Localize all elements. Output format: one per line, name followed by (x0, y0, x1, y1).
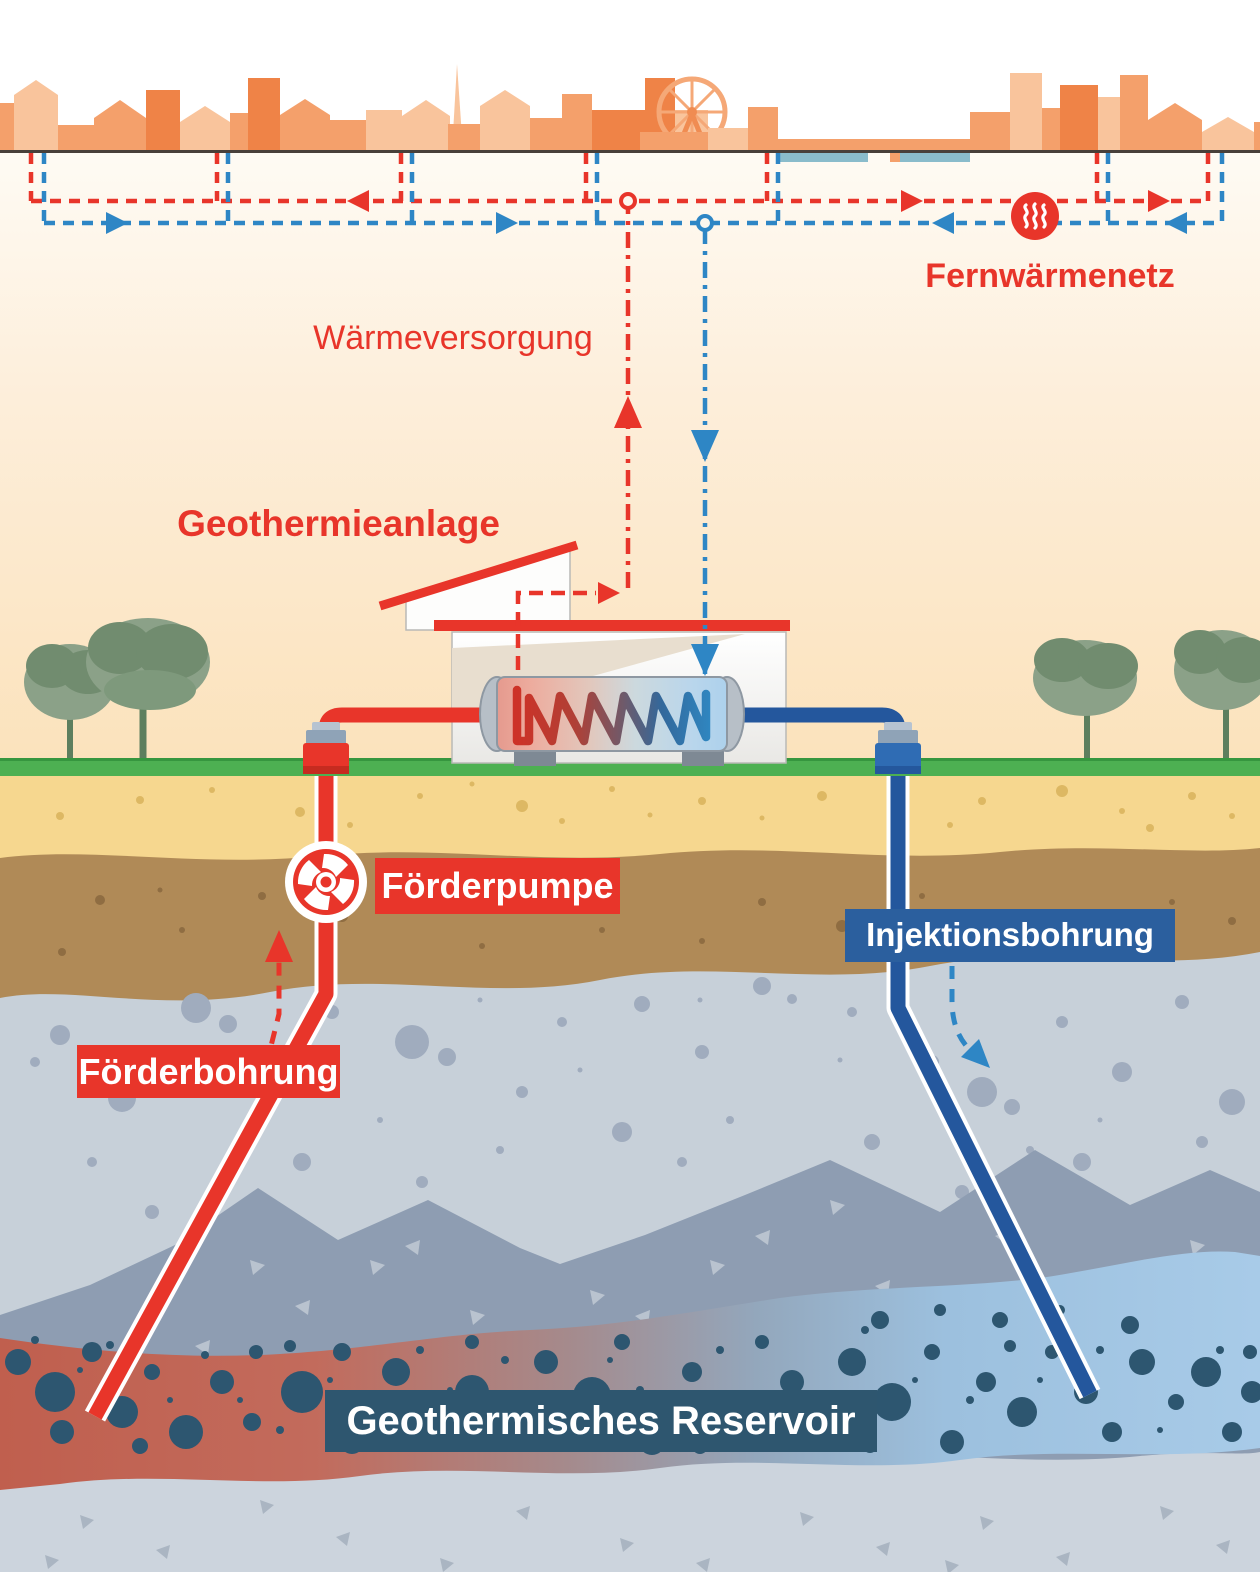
flow-arrows-underground (263, 930, 990, 1068)
production-pump-label: Förderpumpe (375, 858, 620, 914)
production-wellhead (303, 722, 349, 774)
heat-exchanger (479, 676, 745, 766)
return-line-cold (41, 153, 1225, 226)
injection-well-label: Injektionsbohrung (845, 909, 1175, 962)
city-skyline (0, 64, 1260, 162)
supply-junction (619, 192, 637, 210)
deep-rock-layer (0, 1452, 1260, 1572)
water (780, 152, 868, 162)
production-well-label: Förderbohrung (77, 1045, 340, 1098)
tree (1033, 638, 1138, 764)
sand-speckles (56, 781, 1235, 832)
deep-rock-speckles (45, 1500, 1230, 1572)
district-heating-icon (1011, 192, 1059, 240)
tree (1174, 630, 1260, 764)
flow-risers (515, 206, 719, 676)
return-arrows (106, 212, 1187, 234)
cold-flow-down-arrow (949, 966, 972, 1052)
plant-supply-connector (515, 590, 596, 670)
supply-arrows (347, 190, 1170, 212)
return-junction (696, 214, 714, 232)
water (900, 152, 970, 162)
subsurface-layers (0, 774, 1260, 1572)
exchanger-coil (512, 685, 711, 746)
geothermal-plant-label: Geothermieanlage (177, 502, 500, 544)
tree (86, 618, 210, 764)
pump-icon (285, 841, 367, 923)
heat-supply-label: Wärmeversorgung (313, 319, 593, 358)
hot-flow-up-arrow (263, 956, 282, 1067)
flat-roof (434, 620, 790, 631)
district-heating-network-label: Fernwärmenetz (925, 257, 1175, 296)
injection-wellhead (875, 722, 921, 774)
geothermal-reservoir-label: Geothermisches Reservoir (325, 1390, 877, 1452)
district-heating-network (28, 153, 1225, 234)
trees (24, 618, 1260, 764)
injection-borehole-pipe (890, 776, 1097, 1398)
ground-baseline (0, 150, 1260, 153)
bridge (778, 139, 970, 162)
